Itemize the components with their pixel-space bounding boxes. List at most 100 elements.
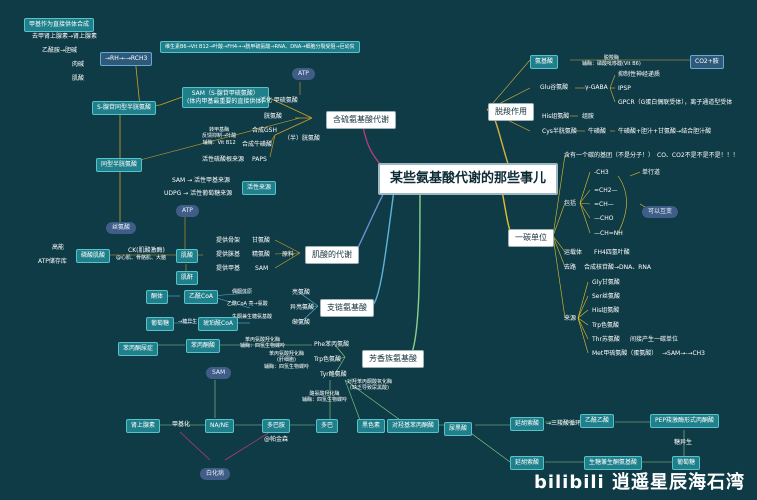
aro-produce-glu: 生糖兼生酮氨基酸 bbox=[584, 456, 643, 470]
decarb-aa-note: 脱羧酶 辅酶：磷酸吡哆醛(Vit B6) bbox=[582, 55, 641, 68]
oc-note2: CO、CO2不是不是不是！！！ bbox=[657, 152, 739, 159]
decarb-histamine: 组胺 bbox=[582, 113, 595, 120]
aro-tyr-enz: 酪氨酸羟化酶 辅酶：四氢生物蝶呤 bbox=[302, 391, 348, 404]
decarb-gaba-1: 抑制性神经递质 bbox=[618, 71, 661, 78]
creatine-node: 肌酸 bbox=[176, 249, 199, 263]
methyl-donor-box: 甲基作为直接供体合成 bbox=[24, 18, 95, 32]
oc-note: 含有一个碳的基团（不是分子！） bbox=[564, 152, 655, 159]
bcaa-glucose: 葡萄糖 bbox=[146, 317, 175, 331]
decarb-aa: 氨基酸 bbox=[530, 55, 559, 69]
met-chain: 维生素B6→Vit B12→叶酸→FH4→→胱甲硫氨酸→RNA、DNA→细胞分裂… bbox=[160, 41, 360, 54]
decarb-gaba-2: IPSP bbox=[618, 85, 631, 92]
decarb-taurine-note: 牛磺酸+胆汁+甘氨酸→结合胆汁酸 bbox=[618, 128, 712, 135]
oc-ch2: =CH2— bbox=[594, 187, 618, 194]
cys-node: 胱氨酸 bbox=[264, 113, 283, 120]
aro-phe-note: 苯丙氨酸羟化酶 辅酶：四氢生物蝶呤 bbox=[240, 337, 286, 350]
sam-active: SAM → 活性甲基来源 bbox=[172, 177, 231, 184]
aro-phe: Phe苯丙氨酸 bbox=[314, 341, 350, 348]
activate-met: 活化 甲硫氨酸 bbox=[260, 97, 298, 104]
branch-onecarbon[interactable]: 一碳单位 bbox=[508, 229, 554, 247]
aro-fumarate: 延胡索酸 bbox=[510, 456, 545, 470]
aro-tyr: Tyr酪氨酸 bbox=[320, 371, 347, 378]
aro-acetyl: 乙酰乙酸 bbox=[580, 414, 615, 428]
aro-alb: 白化病 bbox=[200, 468, 231, 480]
sah-node: S-腺苷同型半胱氨酸 bbox=[92, 101, 156, 115]
ck-enzyme: CK(肌酸激酶) bbox=[128, 247, 165, 254]
creatinine-node: 肌酐 bbox=[176, 271, 199, 285]
donor-target-2: 精氨酸 bbox=[252, 251, 271, 258]
aro-hgt: 尿黑酸 bbox=[444, 422, 473, 436]
aro-pepck: PEP羧激酶形式丙酮酸 bbox=[650, 414, 720, 428]
bcaa-glu-note: →糖异生 bbox=[178, 319, 198, 325]
raw-material: 原料 bbox=[282, 251, 295, 258]
aro-pku: 苯丙酮尿症 bbox=[118, 342, 159, 356]
sam-node: SAM（S-腺苷甲硫氨酸） (体内甲基最重要的直接供体) bbox=[182, 87, 269, 108]
aro-nana: NA/NE bbox=[205, 419, 234, 433]
oc-src-5: Thr苏氨酸 bbox=[592, 336, 620, 343]
branch-sulfur[interactable]: 含硫氨基酸代谢 bbox=[326, 111, 396, 129]
aro-gluconeo: 糖异生 bbox=[674, 439, 693, 446]
oc-source: 来源 bbox=[564, 315, 577, 322]
met-item-1: 去甲肾上腺素→肾上腺素 bbox=[32, 33, 98, 40]
atp-creatine: ATP bbox=[176, 205, 199, 217]
donor-2: 提供脒基 bbox=[216, 251, 241, 258]
aro-hgt-path: 对羟基苯丙酮酸 bbox=[387, 419, 440, 433]
donor-target-3: SAM bbox=[255, 265, 269, 272]
oc-go: 去路 bbox=[564, 264, 577, 271]
oc-mutual: 可以互变 bbox=[642, 206, 679, 218]
atp-store: ATP储存库 bbox=[38, 258, 67, 265]
oc-chnh: —CH=NH bbox=[594, 230, 623, 237]
bcaa-note-2: 乙酰CoA 亮→氨酸 bbox=[227, 301, 268, 307]
bcaa-acetylcoa: 乙酰CoA bbox=[184, 290, 218, 304]
aro-dopa2: 多巴 bbox=[316, 419, 339, 433]
decarb-taurine: 牛磺酸 bbox=[588, 128, 607, 135]
aro-dopa-note: @帕金森 bbox=[264, 436, 289, 443]
branch-decarb[interactable]: 脱羧作用 bbox=[488, 103, 534, 121]
oc-ch: =CH— bbox=[594, 201, 614, 208]
ck-sub: @心肌、骨骼肌、大脑 bbox=[116, 255, 167, 261]
high-energy: 高能 bbox=[52, 244, 65, 251]
bilibili-watermark: bilibili 逍遥星辰海石湾 bbox=[533, 472, 745, 493]
phosphocreatine: 磷酸肌酸 bbox=[76, 249, 111, 263]
root-topic[interactable]: 某些氨基酸代谢的那些事儿 bbox=[378, 163, 559, 196]
bcaa-val: 缬氨酸 bbox=[292, 319, 311, 326]
decarb-his: His组氨酸 bbox=[542, 113, 570, 120]
branch-creatine[interactable]: 肌酸的代谢 bbox=[305, 246, 359, 264]
oc-transform: 单行道 bbox=[642, 169, 661, 176]
aro-aa-cycle: →三羧酸循环 bbox=[546, 420, 582, 427]
donor-target-1: 甘氨酸 bbox=[252, 237, 271, 244]
oc-thr-note: 间接产生一碳单位 bbox=[630, 336, 679, 343]
active-source: 活性来源 bbox=[242, 181, 277, 195]
link-root-aromatic bbox=[409, 181, 421, 358]
aro-aa: 延胡索酸 bbox=[510, 417, 545, 431]
hcy-node: 同型半胱氨酸 bbox=[96, 158, 143, 172]
oc-src-2: Ser丝氨酸 bbox=[592, 293, 620, 300]
branch-bcaa[interactable]: 支链氨基酸 bbox=[320, 299, 374, 317]
aro-hgt-note: 对羟苯丙酮酸氧化酶 (缺乏导致尿黑酸) bbox=[347, 379, 393, 392]
decarb-co2: CO2+胺 bbox=[690, 55, 724, 69]
met-item-2: 乙酰胺→胆碱 bbox=[42, 47, 78, 54]
donor-1: 提供骨架 bbox=[216, 237, 241, 244]
oc-src-6: Met甲硫氨酸（蛋氨酸） bbox=[592, 350, 658, 357]
aro-melanin: 黑色素 bbox=[357, 419, 386, 433]
cys-step-4: PAPS bbox=[252, 156, 267, 163]
decarb-glu: Glu谷氨酸 bbox=[540, 84, 569, 91]
cys-ban: （半）胱氨酸 bbox=[284, 135, 321, 142]
branch-aromatic[interactable]: 芳香族氨基酸 bbox=[362, 350, 424, 368]
cys-step-1: 合成GSH bbox=[252, 127, 277, 134]
oc-src-3: His组氨酸 bbox=[592, 307, 620, 314]
decarb-gaba-3: GPCR（G蛋白偶联受体），离子通道型受体 bbox=[618, 99, 733, 106]
oc-include: 包括 bbox=[564, 200, 577, 207]
bcaa-note-1: 偶酮体原 bbox=[232, 289, 253, 295]
oc-carrier-val: FH4四氢叶酸 bbox=[594, 249, 630, 256]
aro-methyl: 甲基化 bbox=[172, 421, 191, 428]
oc-go-val: 合成核苷酸→DNA、RNA bbox=[584, 264, 652, 271]
oc-cho: —CHO bbox=[594, 215, 614, 222]
bcaa-ile: 异亮氨酸 bbox=[290, 304, 315, 311]
aro-epi: 肾上腺素 bbox=[126, 419, 161, 433]
aro-dopa: 多巴胺 bbox=[262, 419, 291, 433]
aro-trp: Trp色氨酸 bbox=[314, 356, 342, 363]
bcaa-ketone: 酮体 bbox=[146, 290, 169, 304]
aro-phe-pyr: 苯丙酮酸 bbox=[186, 339, 221, 353]
aro-tyr-note: 苯丙氨酸羟化酶 (肝细胞) 辅酶：四氢生物蝶呤 bbox=[264, 351, 310, 370]
